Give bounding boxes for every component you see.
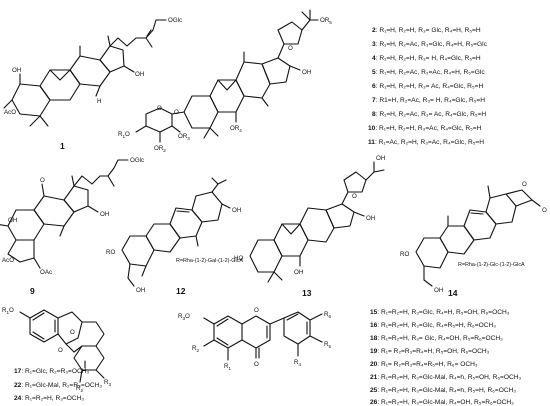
legend-row: 20: R₁= R₂=R₃=R₄=R₅=H, R₆= OCH₃	[370, 361, 478, 368]
compound-15-o-keto: O	[254, 361, 259, 368]
compound-2-11-o-sugar: O	[157, 105, 162, 112]
legend-row: 10: R₁=H, R₂=H, R₃=Ac, R₄=Glc, R₅=H	[368, 125, 482, 132]
compound-12-r-definition: R=Rha-(1-2)-Gal-(1-2)-GlcA	[176, 258, 243, 264]
compound-12-structure	[121, 177, 231, 287]
compound-9-label: 9	[30, 286, 35, 296]
compound-2-11-o-link: O	[174, 109, 179, 116]
compound-15-r3o: R3O	[178, 313, 190, 321]
compound-14-o-keto: O	[542, 207, 547, 214]
legend-row: 18: R₁=R₂=H, R₃= Glc, R₄=OH, R₅=R₆=OCH₃	[370, 335, 503, 342]
compound-2-11-legend: 2: R₁=H, R₂=H, R₃= Glc, R₄=H, R₅=H 3: R₁…	[368, 27, 488, 146]
compound-13-label: 13	[302, 288, 312, 298]
compound-9-structure	[0, 159, 129, 269]
compound-2-11-oh: OH	[302, 69, 311, 76]
legend-row: 7: R1=H, R₂=Ac, R₃= H, R₄=Glc, R₅=H	[372, 97, 485, 104]
legend-row: 11: R₁=Ac, R₂=H, R₃=Ac, R₄=Glc, R₅=H	[368, 139, 484, 146]
compound-13-ho: HO	[234, 255, 243, 262]
compound-9-oac: OAc	[40, 269, 52, 276]
legend-row: 4: R₁=H, R₂=H, R₃= H, R₄=Glc, R₅=H	[372, 55, 481, 62]
compound-1-aco: AcO	[4, 109, 16, 116]
compound-2-11-or3: OR3	[178, 133, 190, 141]
legend-row: 16: R₁=R₂=H, R₃=Glc, R₄=R₅=H, R₆=OCH₃	[370, 322, 496, 329]
compound-14-o-lactone: O	[522, 181, 527, 188]
compound-15-structure	[203, 311, 323, 361]
compound-2-11-r1o: R1O	[118, 131, 130, 139]
compound-17-r1o: R1O	[2, 307, 14, 315]
compound-15-r5: R5	[324, 341, 331, 349]
compound-13-structure	[249, 161, 385, 283]
compound-1-label: 1	[60, 141, 65, 151]
compound-17-legend: 17: R₁=Glc, R₂=R₃=OCH₃ 22: R₁=Glc-Mal, R…	[14, 368, 102, 402]
compound-15-o-ring: O	[254, 307, 259, 314]
compound-15-r6: R6	[324, 311, 331, 319]
compound-2-11-or4: OR4	[230, 125, 242, 133]
compound-9-oglc: OGlc	[130, 157, 144, 164]
legend-row: 19: R₁= R₂=R₃=R₄=H, R₅=OH, R₆=OCH₃	[370, 348, 490, 355]
legend-row: 22: R₁=Glc-Mal, R₂=R₃=OCH₃	[14, 382, 102, 389]
compound-13-o-ring: O	[352, 193, 357, 200]
compound-13-oh-top: OH	[376, 155, 385, 162]
compound-17-o-ring2: O	[70, 329, 75, 336]
compound-15-legend: 15: R₁=R₂=H, R₃=Glc, R₄=H, R₅=OH, R₆=OCH…	[370, 309, 521, 406]
compound-13-oh-right: OH	[366, 215, 375, 222]
compound-1-oh-top: OH	[12, 67, 21, 74]
legend-row: 25: R₁=R₂=H, R₃=Glc-Mal, R₄=h, R₅=H, R₆=…	[370, 387, 516, 394]
compound-2-11-or2: OR2	[154, 145, 166, 153]
compound-1-h: H	[97, 98, 101, 105]
compound-12-label: 12	[176, 286, 186, 296]
compound-15-r1: R1	[224, 363, 231, 371]
compound-9-aco: AcO	[2, 257, 14, 264]
compound-17-structure	[19, 309, 105, 383]
compound-14-r-definition: R=Rha-(1-2)-Glc-(1-2)-GlcA	[458, 262, 525, 268]
compound-17-o-ring1: O	[58, 347, 63, 354]
compound-13-oh-bottom: OH	[294, 269, 303, 276]
compound-1-structure	[3, 19, 167, 127]
compound-2-11-or5: OR5	[320, 17, 332, 25]
compound-17-r2: R2	[76, 385, 83, 393]
compound-9-oh-left: OH	[8, 217, 17, 224]
compound-14-structure	[415, 185, 541, 287]
compound-1-oh-right: OH	[135, 71, 144, 78]
compound-9-oh-right: OH	[100, 211, 109, 218]
compound-12-oh: OH	[232, 207, 241, 214]
compound-2-11-o-ring: O	[288, 45, 293, 52]
legend-row: 15: R₁=R₂=H, R₃=Glc, R₄=H, R₅=OH, R₆=OCH…	[370, 309, 510, 316]
compound-12-oh-bottom: OH	[136, 287, 145, 294]
compound-14-ro: RO	[400, 251, 409, 258]
compound-15-r4: R4	[294, 359, 301, 367]
compound-14-oh: OH	[434, 287, 443, 294]
legend-row: 17: R₁=Glc, R₂=R₃=OCH₃	[14, 368, 90, 375]
compound-15-r2: R2	[192, 345, 199, 353]
legend-row: 5: R₁=H, R₂=Ac, R₃=Ac, R₄=H, R₅=Glc	[372, 69, 485, 76]
compound-14-label: 14	[448, 288, 458, 298]
legend-row: 24: R₁=R₂=H, R₃=OCH₃	[14, 395, 84, 402]
legend-row: 2: R₁=H, R₂=H, R₃= Glc, R₄=H, R₅=H	[372, 27, 481, 34]
compound-2-11-structure	[135, 9, 319, 143]
legend-row: 6: R₁=H, R₂=H, R₃= Ac, R₄=Glc, R₅=H	[372, 83, 483, 90]
compound-1-oglc: OGlc	[168, 17, 182, 24]
legend-row: 3: R₁=H, R₂=Ac, R₃=Glc, R₄=H, R₅=Glc	[372, 41, 488, 48]
compound-17-r3: R3	[104, 379, 111, 387]
legend-row: 26: R₁=R₂=H, R₃=Glc-Mal, R₄=OH, R₅=R₆=OC…	[370, 399, 514, 406]
compound-9-keto-o: O	[40, 177, 45, 184]
compound-12-ro: RO	[106, 249, 115, 256]
legend-row: 21: R₁=R₂=H, R₃=Glc-Mal, R₄=h, R₅=OH, R₆…	[370, 374, 521, 381]
legend-row: 8: R₁=H, R₂=Ac, R₃= Ac, R₄=Glc, R₅=H	[372, 111, 486, 118]
